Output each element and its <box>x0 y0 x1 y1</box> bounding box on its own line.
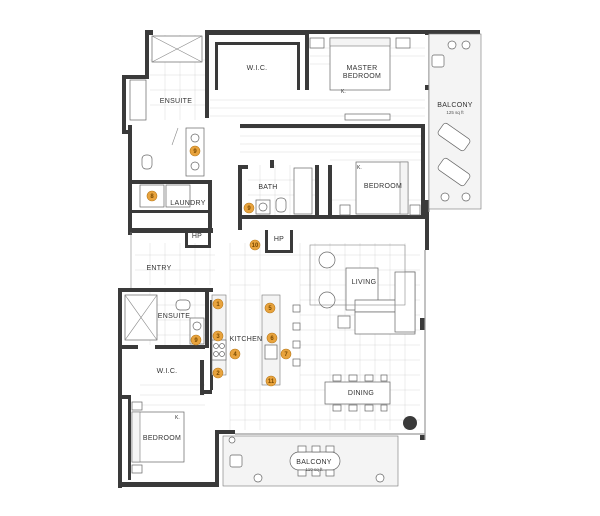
living-furniture <box>309 244 416 335</box>
room-hp-right: HP <box>274 236 284 243</box>
feature-badge-circle <box>265 375 277 387</box>
room-bedroom-bottom: BEDROOM <box>143 435 181 442</box>
feature-badge-number: 9 <box>193 149 197 155</box>
room-laundry: LAUNDRY <box>170 200 205 207</box>
room-bedroom-mid: BEDROOM <box>364 183 402 190</box>
column <box>403 416 417 430</box>
room-living: LIVING <box>352 279 377 286</box>
room-bath: BATH <box>258 184 277 191</box>
feature-badge-circle <box>212 298 224 310</box>
feature-badge-circle <box>189 145 201 157</box>
feature-badge-number: 5 <box>268 306 272 312</box>
feature-badge-number: 2 <box>216 371 220 377</box>
room-master-bedroom-line2: BEDROOM <box>343 73 381 80</box>
feature-badge-circle <box>243 202 255 214</box>
feature-badge: 8 <box>146 190 158 202</box>
feature-badge: 10 <box>249 239 261 251</box>
room-balcony-right-area: 125 sq ft <box>446 110 464 115</box>
k-mark-master: K. <box>341 89 346 95</box>
feature-badge-circle <box>229 348 241 360</box>
bedroom-bottom-furniture <box>131 401 185 474</box>
room-hp-left: HP <box>192 233 202 240</box>
walls <box>118 30 480 488</box>
feature-badge: 9 <box>243 202 255 214</box>
feature-badges: 1 2 3 4 5 6 7 8 9 9 9 10 11 <box>146 145 292 387</box>
room-wic-bottom: W.I.C. <box>157 368 178 375</box>
feature-badge-circle <box>190 334 202 346</box>
dining-furniture <box>324 374 417 430</box>
feature-badge: 5 <box>264 302 276 314</box>
feature-badge: 4 <box>229 348 241 360</box>
room-ensuite-bottom: ENSUITE <box>158 313 190 320</box>
room-entry: ENTRY <box>146 265 171 272</box>
balcony-right <box>428 33 482 210</box>
room-ensuite-top: ENSUITE <box>160 98 192 105</box>
master-bedroom-furniture <box>309 37 411 121</box>
feature-badge-number: 9 <box>194 338 198 344</box>
feature-badge-number: 7 <box>284 352 288 358</box>
feature-badge: 7 <box>280 348 292 360</box>
feature-badge-circle <box>280 348 292 360</box>
room-balcony-bottom: BALCONY <box>296 459 332 466</box>
room-dining: DINING <box>348 390 374 397</box>
bedroom-mid-furniture <box>339 161 421 216</box>
feature-badge-number: 1 <box>216 302 220 308</box>
k-mark-bedroom-bottom: K. <box>175 415 180 421</box>
feature-badge: 3 <box>212 330 224 342</box>
feature-badge-number: 8 <box>150 194 154 200</box>
ensuite-top-fixtures <box>129 35 205 177</box>
feature-badge-circle <box>212 367 224 379</box>
feature-badge-circle <box>249 239 261 251</box>
feature-badge-number: 3 <box>216 334 220 340</box>
feature-badge: 11 <box>265 375 277 387</box>
balcony-bottom <box>222 435 399 487</box>
feature-badge-circle <box>266 332 278 344</box>
feature-badge-circle <box>212 330 224 342</box>
k-marks: K. K. K. <box>175 89 362 421</box>
feature-badge: 2 <box>212 367 224 379</box>
feature-badge-number: 11 <box>268 379 275 385</box>
room-balcony-right: BALCONY <box>437 102 473 109</box>
feature-badge: 6 <box>266 332 278 344</box>
feature-badge: 9 <box>190 334 202 346</box>
feature-badge-number: 6 <box>270 336 274 342</box>
room-kitchen: KITCHEN <box>230 336 263 343</box>
feature-badge-circle <box>264 302 276 314</box>
feature-badge-number: 10 <box>252 243 259 249</box>
room-master-bedroom-line1: MASTER <box>347 65 378 72</box>
bath-fixtures <box>255 167 313 215</box>
feature-badge: 9 <box>189 145 201 157</box>
room-wic-top: W.I.C. <box>247 65 268 72</box>
feature-badge-number: 4 <box>233 352 237 358</box>
room-labels: W.I.C. MASTER BEDROOM ENSUITE BALCONY 12… <box>143 65 473 472</box>
k-mark-bedroom-mid: K. <box>357 165 362 171</box>
feature-badge-circle <box>146 190 158 202</box>
feature-badge: 1 <box>212 298 224 310</box>
feature-badge-number: 9 <box>247 206 251 212</box>
room-balcony-bottom-area: 110 sq ft <box>306 467 324 472</box>
